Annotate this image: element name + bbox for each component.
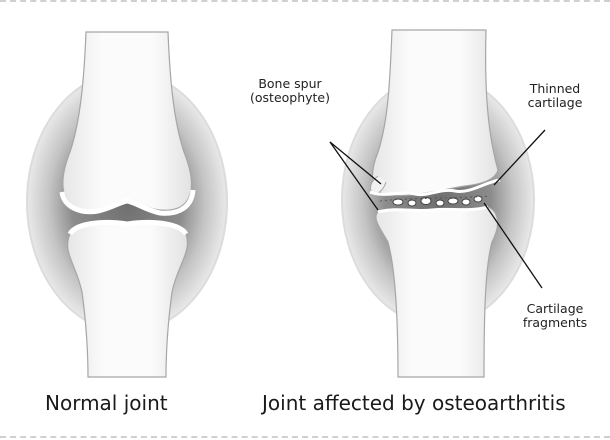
normal-joint [27,32,227,377]
label-thinned-cartilage: Thinned cartilage [510,82,600,110]
caption-normal-joint: Normal joint [45,392,168,414]
label-thinned-line2: cartilage [510,96,600,110]
arthritic-upper-bone [372,30,498,196]
label-bone-spur-line1: Bone spur [240,77,340,91]
normal-lower-bone [68,222,188,377]
label-fragments-line2: fragments [510,316,600,330]
caption-arthritic-joint: Joint affected by osteoarthritis [262,392,566,414]
normal-upper-bone [63,32,192,210]
label-thinned-line1: Thinned [510,82,600,96]
label-cartilage-fragments: Cartilage fragments [510,302,600,330]
label-bone-spur: Bone spur (osteophyte) [240,77,340,105]
label-bone-spur-line2: (osteophyte) [240,91,340,105]
label-fragments-line1: Cartilage [510,302,600,316]
